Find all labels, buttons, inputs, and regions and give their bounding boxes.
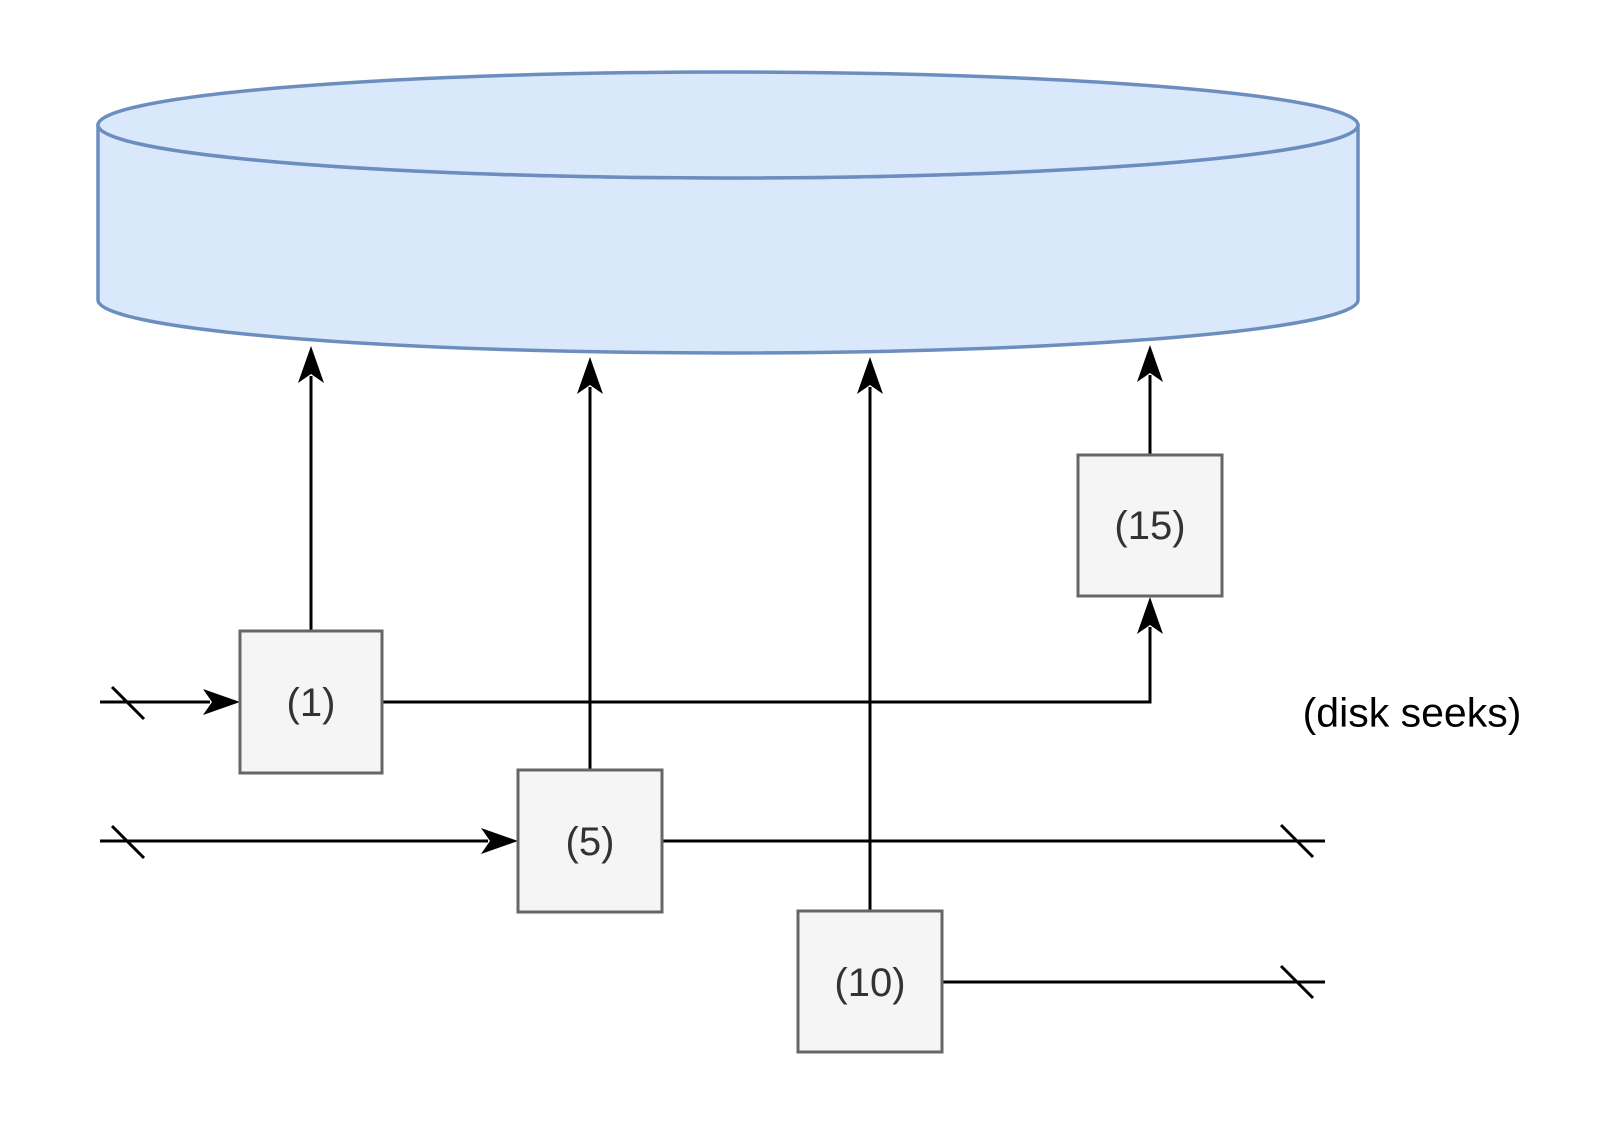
arrowhead-up-icon: [1137, 345, 1163, 382]
arrowhead-right-icon: [481, 828, 518, 854]
tick-mark-request1-start: [110, 685, 146, 721]
disk-cylinder-icon: [96, 70, 1360, 355]
seek-box-5-label: (5): [566, 820, 615, 864]
arrow-box15-to-disk: [1137, 345, 1163, 455]
request2-outgoing-line: [662, 823, 1325, 859]
request1-incoming-line: [100, 685, 240, 721]
arrowhead-up-icon: [857, 357, 883, 394]
arrowhead-up-icon: [577, 357, 603, 394]
arrow-box5-to-disk: [577, 357, 603, 770]
disk-seeks-annotation: (disk seeks): [1303, 689, 1522, 735]
request3-outgoing-line: [942, 964, 1325, 1000]
tick-mark-request3-end: [1279, 964, 1315, 1000]
seek-box-15-label: (15): [1114, 504, 1185, 548]
disk-cylinder-top: [96, 70, 1360, 180]
request2-incoming-line: [100, 824, 518, 860]
seek-box-10-label: (10): [834, 961, 905, 1005]
seek-box-1: (1): [238, 629, 384, 775]
arrowhead-right-icon: [203, 689, 240, 715]
arrowhead-up-icon: [1137, 597, 1163, 634]
seek-box-15: (15): [1076, 453, 1224, 598]
tick-mark-request2-start: [110, 824, 146, 860]
seek-box-5: (5): [516, 768, 664, 914]
seek-box-10: (10): [796, 909, 944, 1054]
seek-box-1-label: (1): [287, 681, 336, 725]
arrow-box10-to-disk: [857, 357, 883, 912]
request1-to-box15-line: [382, 597, 1163, 704]
tick-mark-request2-end: [1279, 823, 1315, 859]
arrowhead-up-icon: [298, 346, 324, 383]
arrow-box1-to-disk: [298, 346, 324, 632]
